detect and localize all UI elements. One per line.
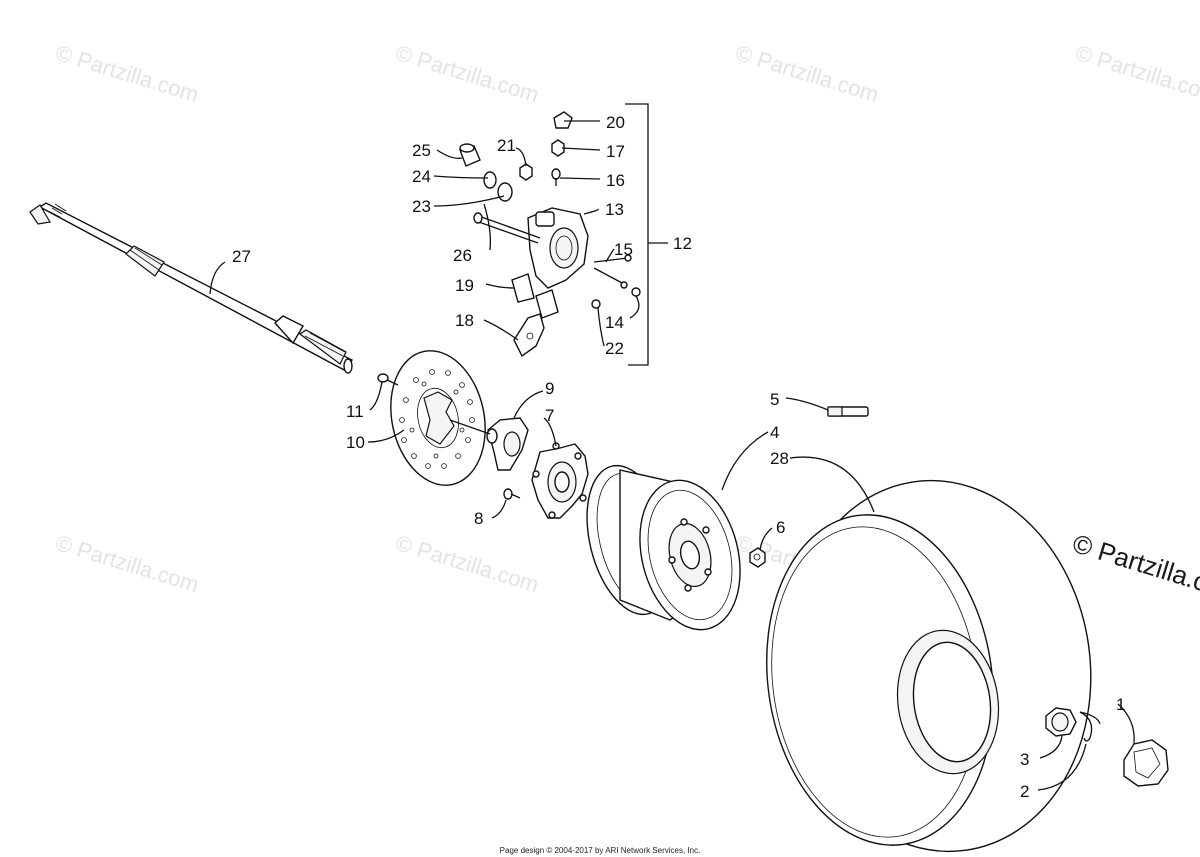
bleeder-valve[interactable]	[551, 139, 565, 157]
bushing[interactable]	[459, 143, 481, 167]
callout-7: 7	[545, 406, 554, 425]
hub-bracket[interactable]	[449, 417, 529, 471]
hub-bolt[interactable]	[503, 488, 521, 500]
callout-26: 26	[453, 246, 472, 265]
caliper-bracket[interactable]	[513, 313, 545, 358]
callout-13: 13	[605, 200, 624, 219]
tire[interactable]	[746, 461, 1114, 857]
callout-17: 17	[606, 142, 625, 161]
clip[interactable]	[631, 287, 641, 297]
callout-25: 25	[412, 141, 431, 160]
callout-2: 2	[1020, 782, 1029, 801]
lug-nut[interactable]	[749, 547, 766, 568]
axle-shaft[interactable]	[29, 202, 353, 374]
callout-22: 22	[605, 339, 624, 358]
callout-23: 23	[412, 197, 431, 216]
bleeder-cap[interactable]	[553, 111, 573, 129]
callout-21: 21	[497, 136, 516, 155]
castle-nut[interactable]	[1045, 707, 1077, 737]
wheel-hub[interactable]	[531, 442, 589, 519]
callout-10: 10	[346, 433, 365, 452]
callout-9: 9	[545, 379, 554, 398]
cotter-pin[interactable]	[1079, 711, 1101, 742]
callout-labels: 1 2 3 4 5 6 7 8 9 10 11 12 13 14 15 16 1…	[232, 113, 1125, 801]
callout-19: 19	[455, 276, 474, 295]
callout-11: 11	[346, 402, 364, 421]
brake-pads[interactable]	[511, 273, 559, 319]
o-ring-24[interactable]	[483, 171, 497, 189]
callout-28: 28	[770, 449, 789, 468]
retainer[interactable]	[591, 299, 601, 309]
callout-8: 8	[474, 509, 483, 528]
callout-24: 24	[412, 167, 431, 186]
leader-lines	[209, 120, 1135, 791]
callout-5: 5	[770, 390, 779, 409]
callout-12: 12	[673, 234, 692, 253]
callout-15: 15	[614, 240, 633, 259]
callout-14: 14	[605, 313, 624, 332]
o-ring-23[interactable]	[497, 182, 513, 202]
callout-4: 4	[770, 423, 779, 442]
callout-6: 6	[776, 518, 785, 537]
valve-stem[interactable]	[827, 406, 869, 417]
group-bracket	[625, 103, 649, 366]
wheel-rim[interactable]	[573, 457, 755, 641]
brake-disc[interactable]	[379, 342, 497, 494]
hub-cap[interactable]	[1123, 739, 1169, 787]
caliper-pin[interactable]	[473, 212, 541, 244]
callout-27: 27	[232, 247, 251, 266]
callout-3: 3	[1020, 750, 1029, 769]
pad-pins[interactable]	[593, 254, 632, 289]
callout-16: 16	[606, 171, 625, 190]
callout-18: 18	[455, 311, 474, 330]
bleeder-screw[interactable]	[519, 163, 533, 181]
caliper-body[interactable]	[527, 207, 589, 289]
caliper-screw[interactable]	[551, 168, 561, 186]
callout-20: 20	[606, 113, 625, 132]
callout-1: 1	[1116, 695, 1125, 714]
footer-copyright: Page design © 2004-2017 by ARI Network S…	[499, 846, 701, 855]
disc-bolt[interactable]	[377, 373, 399, 386]
